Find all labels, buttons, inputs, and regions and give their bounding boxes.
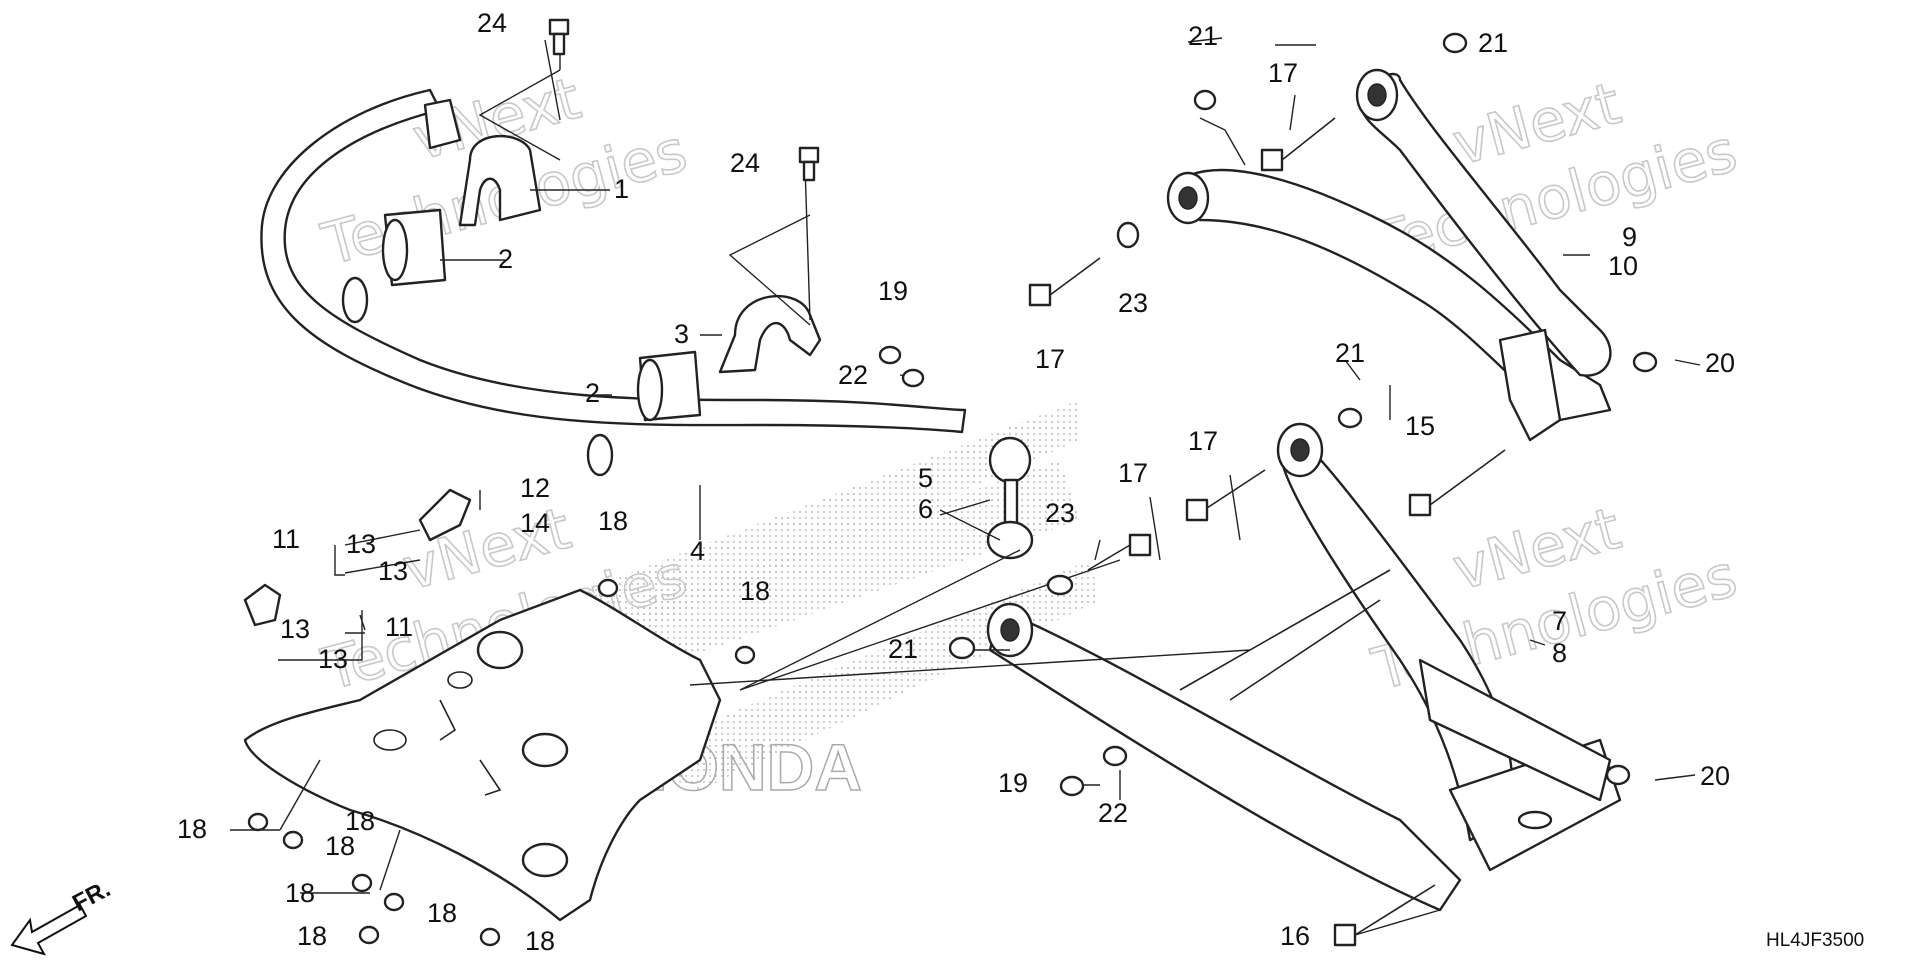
callout-4: 4 [690, 536, 705, 566]
callout-21-a: 21 [1188, 21, 1218, 51]
skid-plate [243, 588, 722, 922]
lower-arm [986, 422, 1622, 912]
callout-18-b: 18 [740, 576, 770, 606]
callout-16: 16 [1280, 921, 1310, 951]
callout-13-a: 13 [346, 529, 376, 559]
callout-19-b: 19 [998, 768, 1028, 798]
callout-18-d: 18 [325, 831, 355, 861]
callout-labels: 24 24 1 2 2 3 4 19 22 5 6 21 21 17 9 10 … [177, 8, 1735, 956]
callout-18-a: 18 [598, 506, 628, 536]
callout-13-b: 13 [378, 556, 408, 586]
callout-20-b: 20 [1700, 761, 1730, 791]
callout-21-b: 21 [1478, 28, 1508, 58]
callout-17-a: 17 [1268, 58, 1298, 88]
callout-20-a: 20 [1705, 348, 1735, 378]
callout-18-g: 18 [297, 921, 327, 951]
callout-23-a: 23 [1118, 288, 1148, 318]
callout-11-b: 11 [385, 612, 413, 642]
upper-arm [1166, 68, 1612, 442]
diagram-code: HL4JF3500 [1766, 930, 1864, 951]
front-direction-arrow: FR. [10, 875, 115, 956]
hardware [247, 18, 1658, 947]
callout-23-b: 23 [1045, 498, 1075, 528]
callout-17-c: 17 [1188, 426, 1218, 456]
callout-9: 9 [1622, 222, 1637, 252]
callout-18-f: 18 [427, 898, 457, 928]
bracket-lower [243, 583, 282, 627]
stabilizer-bar [260, 88, 967, 477]
callout-1: 1 [614, 174, 629, 204]
bushing-lower [636, 350, 702, 422]
leader-lines [230, 30, 1701, 936]
callout-18-i: 18 [345, 806, 375, 836]
callout-8: 8 [1552, 638, 1567, 668]
callout-6: 6 [918, 494, 933, 524]
bushing-upper [381, 208, 447, 287]
callout-24-a: 24 [477, 8, 507, 38]
callout-19-a: 19 [878, 276, 908, 306]
callout-18-h: 18 [525, 926, 555, 956]
callout-12: 12 [520, 473, 550, 503]
callout-21-c: 21 [1335, 338, 1365, 368]
holder-lower [718, 294, 822, 374]
callout-21-d: 21 [888, 634, 918, 664]
callout-18-e: 18 [285, 878, 315, 908]
callout-2-b: 2 [585, 378, 600, 408]
callout-13-c: 13 [280, 614, 310, 644]
callout-11-a: 11 [272, 524, 300, 554]
callout-13-d: 13 [318, 644, 348, 674]
callout-10: 10 [1608, 251, 1638, 281]
bracket-upper [418, 488, 472, 542]
holder-upper [458, 134, 542, 227]
callout-24-b: 24 [730, 148, 760, 178]
callout-7: 7 [1552, 606, 1567, 636]
callout-3: 3 [674, 319, 689, 349]
callout-15: 15 [1405, 411, 1435, 441]
stabilizer-link [986, 436, 1034, 560]
callout-17-d: 17 [1118, 458, 1148, 488]
callout-2-a: 2 [498, 244, 513, 274]
callout-5: 5 [918, 463, 933, 493]
callout-22-a: 22 [838, 360, 868, 390]
callout-22-b: 22 [1098, 798, 1128, 828]
callout-17-b: 17 [1035, 344, 1065, 374]
callout-14: 14 [520, 508, 550, 538]
callout-18-c: 18 [177, 814, 207, 844]
